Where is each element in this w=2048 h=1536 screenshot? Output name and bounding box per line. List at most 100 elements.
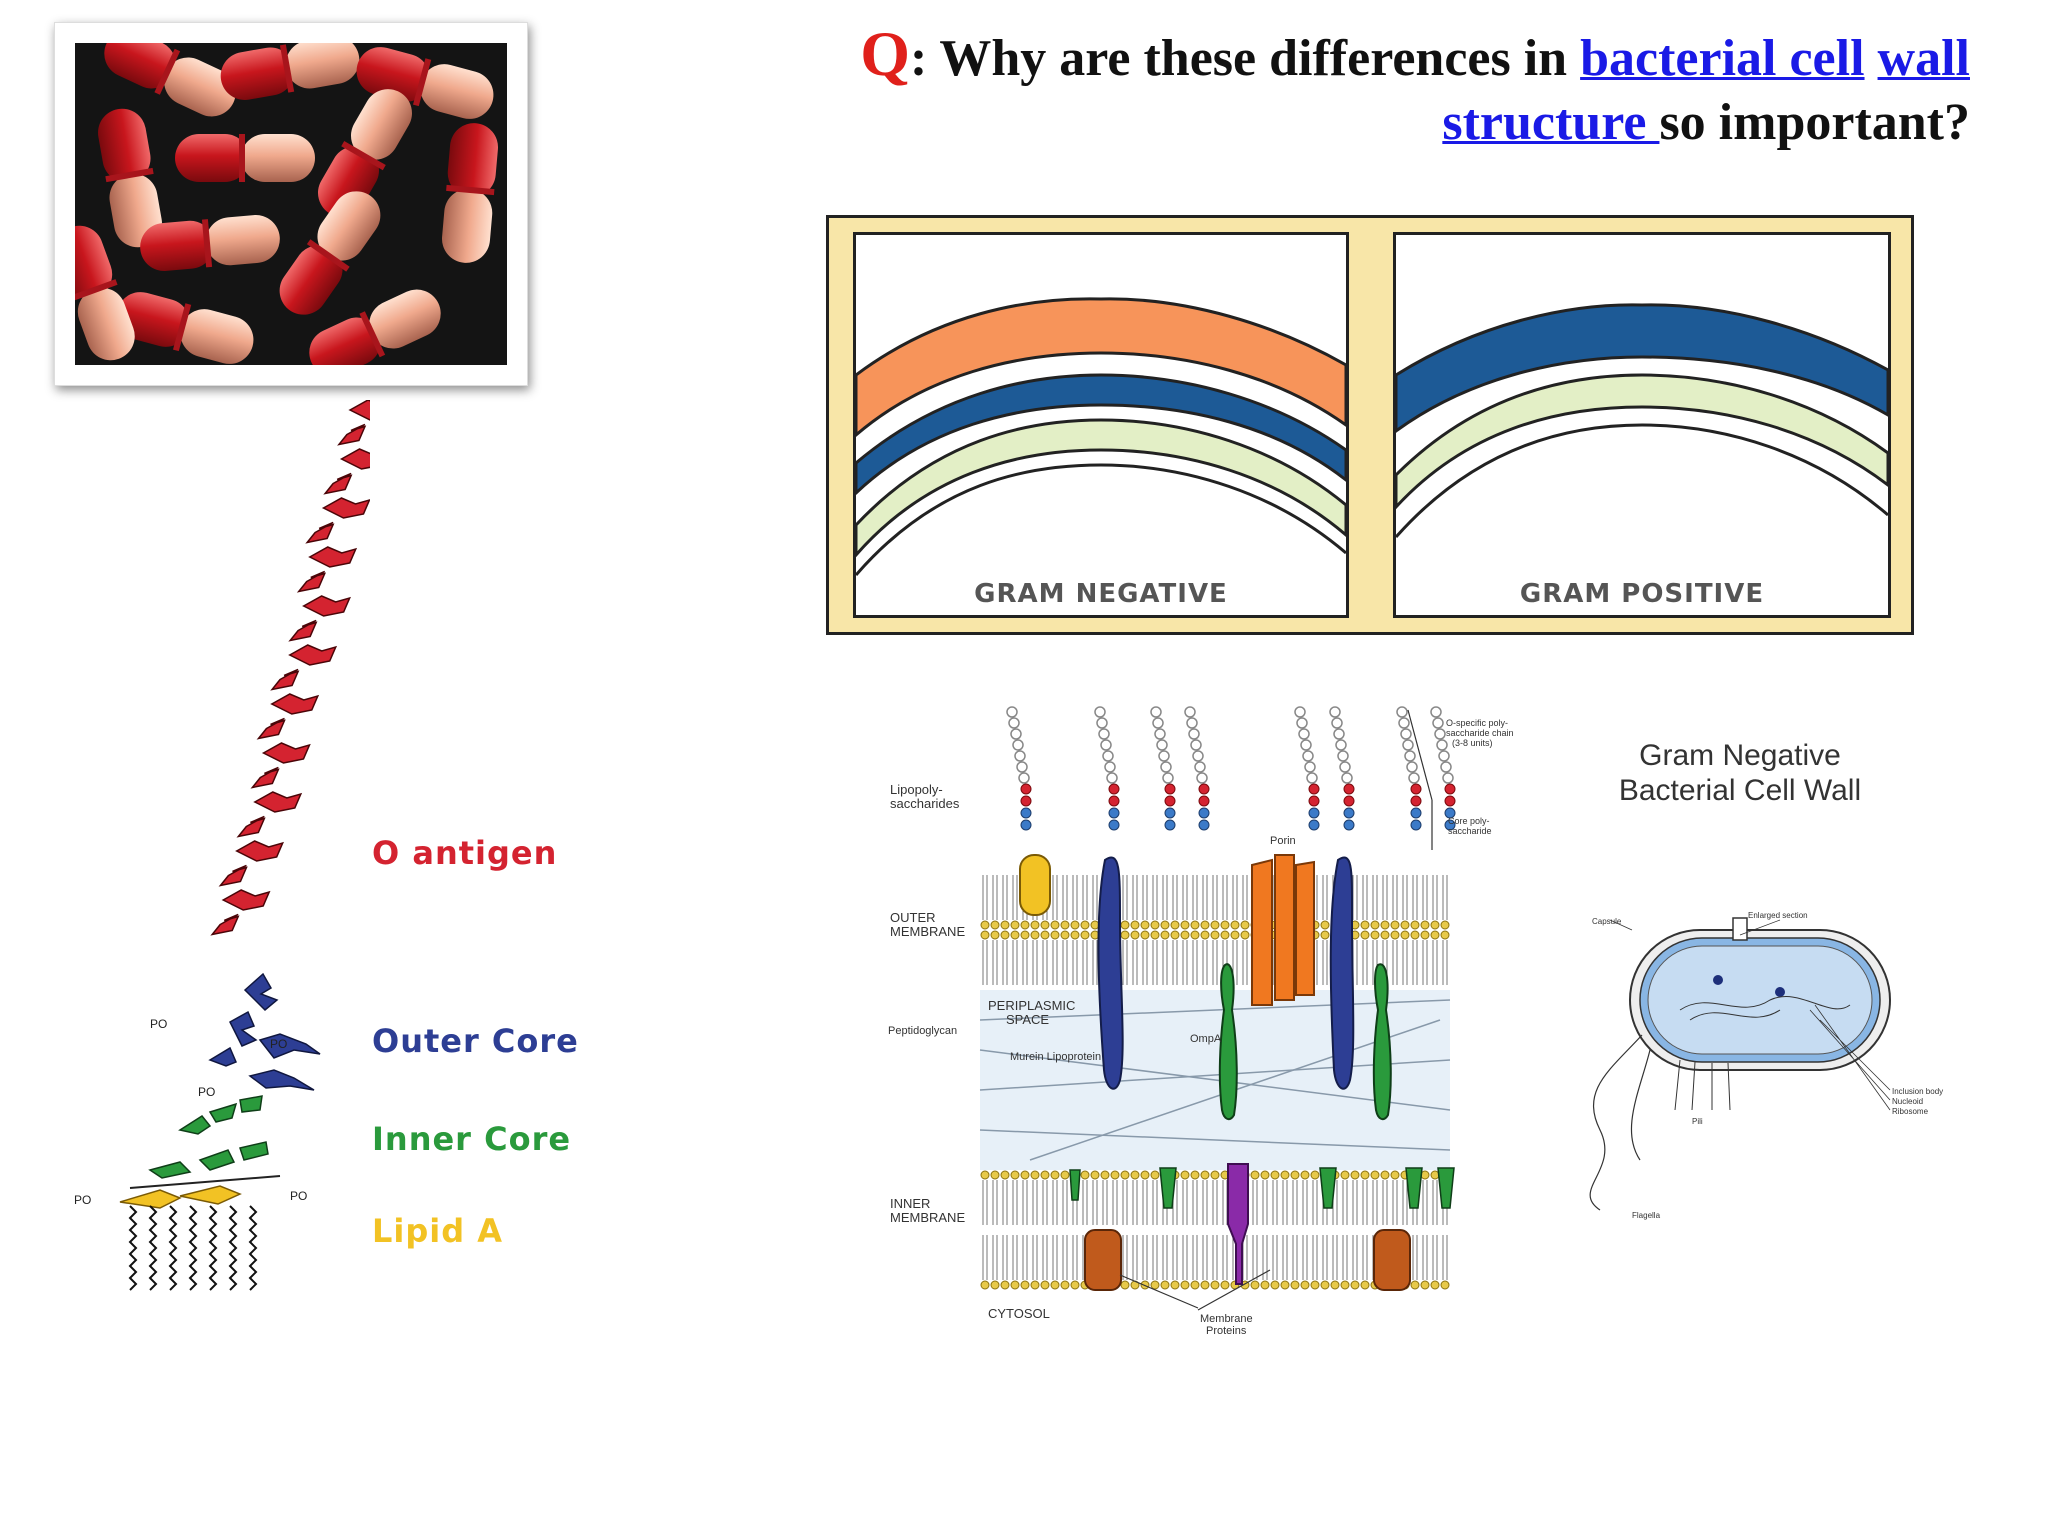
- svg-text:saccharide: saccharide: [1448, 826, 1492, 836]
- gram-negative-wall: [856, 297, 1346, 576]
- inner-core-sugars: [148, 1095, 269, 1179]
- svg-text:CYTOSOL: CYTOSOL: [988, 1306, 1050, 1321]
- capsules-photo: [75, 43, 507, 365]
- o-antigen-sugar: [339, 448, 370, 470]
- svg-text:Pili: Pili: [1692, 1117, 1703, 1126]
- o-antigen-sugar: [210, 913, 240, 936]
- o-antigen-sugar: [337, 423, 367, 446]
- svg-text:PO: PO: [198, 1085, 215, 1099]
- porin-3: [1295, 860, 1315, 996]
- title-space: [1865, 30, 1878, 87]
- o-antigen-sugar: [218, 864, 248, 887]
- inner-membrane-bilayer: [980, 1170, 1450, 1290]
- o-antigen-sugar: [308, 546, 358, 568]
- o-antigen-sugar: [253, 791, 303, 813]
- inner-core-label: Inner Core: [372, 1120, 572, 1158]
- ompa-protein-1: [1218, 963, 1238, 1121]
- lipid-tail: [248, 1205, 258, 1291]
- o-antigen-sugar: [323, 472, 353, 495]
- phosphate-groups: PO PO PO PO PO: [74, 1017, 307, 1207]
- svg-text:Ribosome: Ribosome: [1892, 1107, 1929, 1116]
- lipopolysaccharide-chains: [1006, 706, 1456, 831]
- lipid-tail: [148, 1205, 158, 1291]
- o-antigen-sugar: [302, 595, 351, 617]
- outer-core-sugars: [208, 972, 321, 1091]
- svg-text:MEMBRANE: MEMBRANE: [890, 924, 965, 939]
- svg-text:MEMBRANE: MEMBRANE: [890, 1210, 965, 1225]
- inner-membrane-green-proteins: [1069, 1167, 1455, 1209]
- svg-text:PERIPLASMIC: PERIPLASMIC: [988, 998, 1075, 1013]
- o-antigen-sugar: [236, 815, 266, 838]
- bacterial-cell-labels: Capsule Enlarged section Inclusion body …: [1592, 911, 1943, 1220]
- o-antigen-sugar: [296, 570, 327, 593]
- o-antigen-sugar: [221, 889, 271, 911]
- title-text-end: so important?: [1659, 94, 1970, 151]
- svg-text:Peptidoglycan: Peptidoglycan: [888, 1025, 957, 1037]
- o-antigen-sugar: [270, 668, 300, 691]
- porin-2: [1274, 854, 1295, 1001]
- lipid-tail: [168, 1205, 178, 1291]
- gram-negative-panel: GRAM NEGATIVE: [853, 232, 1349, 618]
- bacterial-cell-illustration: [1589, 917, 1891, 1211]
- lipid-tail: [188, 1205, 198, 1291]
- lipid-tail: [128, 1205, 138, 1291]
- o-antigen-sugar: [256, 717, 286, 740]
- o-antigen-sugar: [321, 497, 370, 519]
- membrane-protein-left: [1084, 1229, 1122, 1291]
- purple-transmembrane-protein: [1227, 1163, 1249, 1285]
- porin-1: [1251, 858, 1273, 1006]
- o-antigen-sugar: [288, 619, 318, 642]
- o-antigen-sugar: [250, 766, 280, 789]
- gram-positive-caption: GRAM POSITIVE: [1519, 579, 1765, 609]
- gram-negative-caption: GRAM NEGATIVE: [974, 579, 1228, 609]
- gram-positive-panel: GRAM POSITIVE: [1393, 232, 1891, 618]
- title-text-start: : Why are these differences in: [909, 30, 1581, 87]
- lipid-tail: [228, 1205, 238, 1291]
- lps-structure-diagram: PO PO PO PO PO: [74, 400, 370, 1291]
- svg-text:PO: PO: [74, 1193, 91, 1207]
- svg-text:Gram Negative: Gram Negative: [1639, 739, 1841, 772]
- svg-text:Murein Lipoprotein: Murein Lipoprotein: [1010, 1051, 1101, 1063]
- o-antigen-label: O antigen: [372, 834, 558, 872]
- slide-title: Q: Why are these differences in bacteria…: [670, 22, 1970, 155]
- svg-text:PO: PO: [290, 1189, 307, 1203]
- svg-text:INNER: INNER: [890, 1196, 930, 1211]
- svg-text:Proteins: Proteins: [1206, 1325, 1247, 1337]
- o-antigen-sugar: [270, 693, 320, 715]
- o-antigen-sugar: [288, 644, 338, 666]
- lipid-a-label: Lipid A: [372, 1212, 504, 1250]
- o-antigen-sugar: [261, 742, 311, 764]
- link-bacterial-cell[interactable]: bacterial cell: [1580, 30, 1865, 87]
- murein-lipoprotein-left: [1097, 856, 1124, 1090]
- link-structure[interactable]: structure: [1442, 94, 1660, 151]
- svg-text:PO: PO: [270, 1037, 287, 1051]
- svg-text:OmpA: OmpA: [1190, 1033, 1222, 1045]
- o-antigen-sugar: [305, 521, 335, 544]
- svg-text:(3-8 units): (3-8 units): [1452, 738, 1493, 748]
- murein-lipoprotein-right: [1329, 856, 1355, 1090]
- outer-core-label: Outer Core: [372, 1022, 579, 1060]
- lipid-tail: [208, 1205, 218, 1291]
- yellow-membrane-protein: [1019, 854, 1051, 916]
- svg-text:Nucleoid: Nucleoid: [1892, 1097, 1923, 1106]
- membrane-labels: Lipopoly- saccharides OUTER MEMBRANE PER…: [888, 718, 1514, 1337]
- svg-text:Lipopoly-: Lipopoly-: [890, 782, 943, 797]
- gram-comparison-figure: GRAM NEGATIVE GRAM POSITIVE: [826, 215, 1914, 635]
- svg-text:SPACE: SPACE: [1006, 1012, 1049, 1027]
- question-marker: Q: [860, 18, 910, 89]
- o-antigen-sugar: [235, 840, 284, 862]
- svg-text:Capsule: Capsule: [1592, 917, 1622, 926]
- ompa-protein-2: [1372, 963, 1392, 1121]
- membrane-protein-right: [1373, 1229, 1411, 1291]
- svg-text:Membrane: Membrane: [1200, 1313, 1253, 1325]
- capsules-photo-frame: [54, 22, 528, 386]
- o-antigen-chain: [210, 400, 370, 936]
- outer-membrane-bilayer: [980, 870, 1450, 990]
- lipid-a-region: [119, 1175, 281, 1291]
- svg-text:saccharides: saccharides: [890, 796, 960, 811]
- membrane-diagram-title: Gram Negative Bacterial Cell Wall: [1619, 739, 1861, 807]
- svg-text:Enlarged section: Enlarged section: [1748, 911, 1808, 920]
- o-antigen-sugar: [348, 400, 370, 421]
- link-wall[interactable]: wall: [1877, 30, 1970, 87]
- svg-text:Flagella: Flagella: [1632, 1211, 1661, 1220]
